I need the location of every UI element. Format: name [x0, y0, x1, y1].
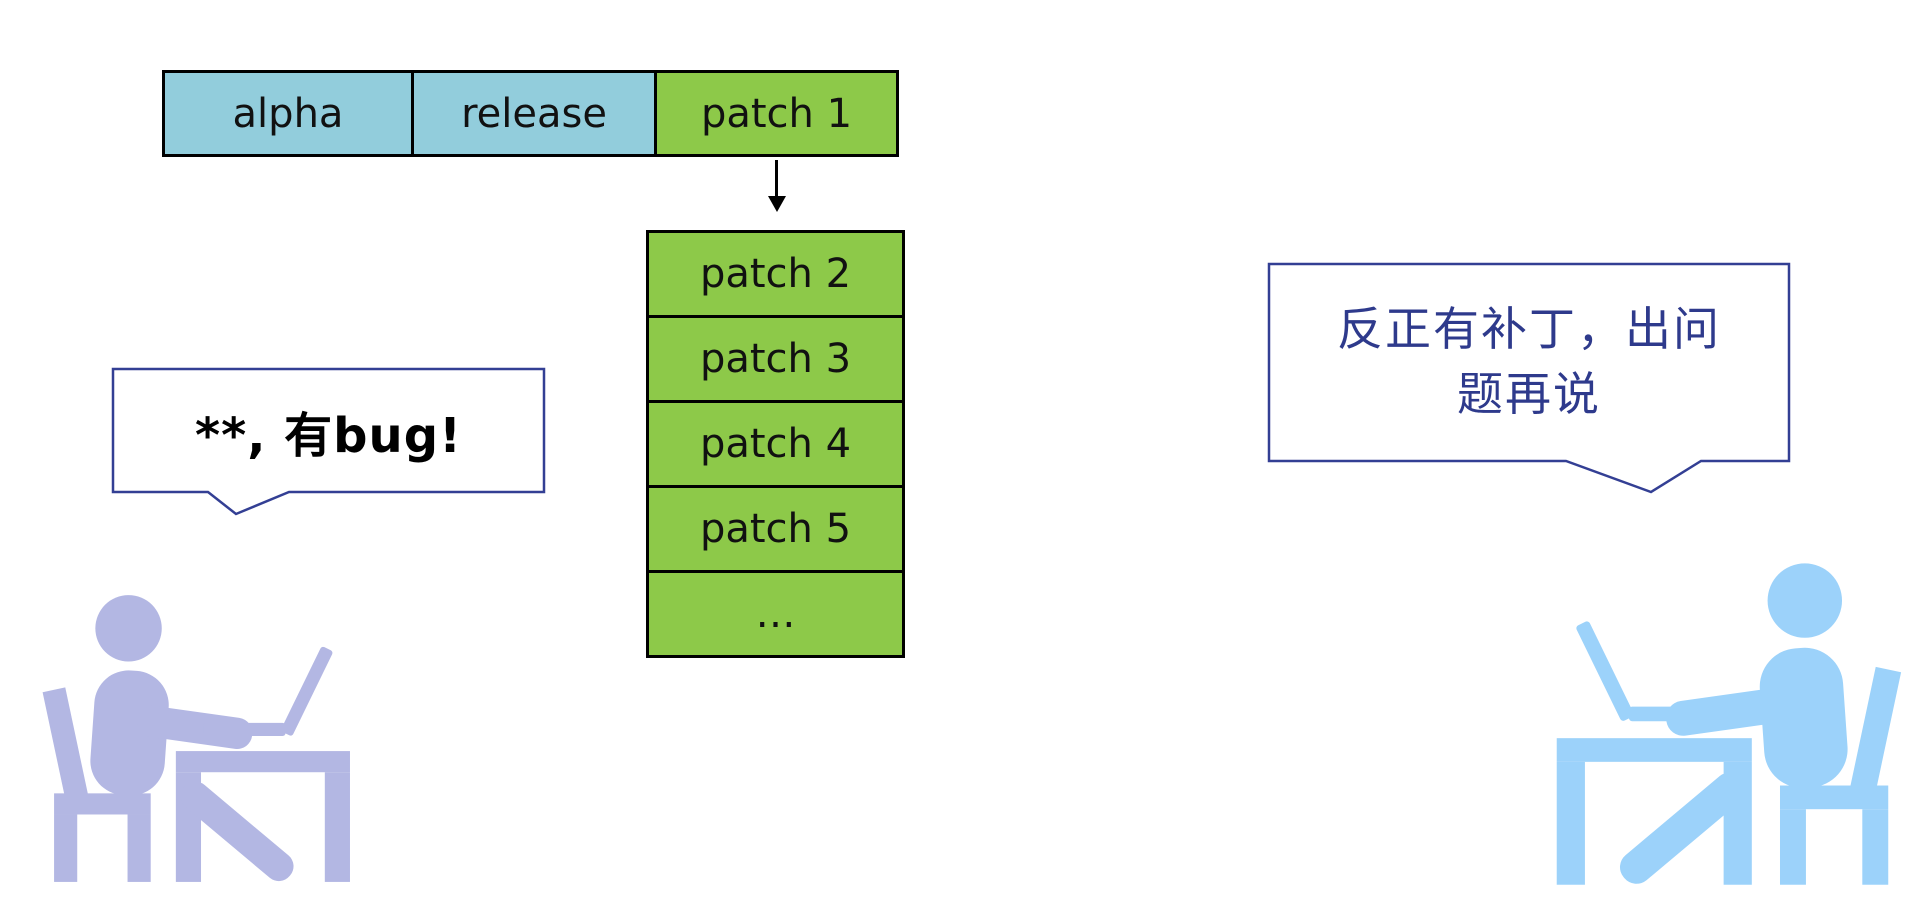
- version-cell-label: alpha: [232, 90, 344, 137]
- right-speech-bubble-line2: 题再说: [1457, 368, 1601, 420]
- patch-stack-cell-label: patch 4: [699, 421, 852, 467]
- down-arrow-shaft: [775, 160, 778, 198]
- right-speech-bubble-outline: [1267, 262, 1791, 494]
- patch-stack-cell: patch 3: [646, 315, 905, 403]
- version-cell-patch-1: patch 1: [654, 70, 899, 157]
- version-cell-release: release: [411, 70, 657, 157]
- right-speech-bubble: [1267, 262, 1791, 494]
- patch-stack-cell-label: …: [755, 591, 796, 637]
- left-speech-bubble: [111, 367, 546, 516]
- person-left-shape: [42, 595, 350, 884]
- right-speech-bubble-text: 反正有补丁，出问 题再说: [1269, 264, 1789, 461]
- patch-stack-cell: patch 2: [646, 230, 905, 318]
- person-at-desk-left-icon: [42, 595, 350, 884]
- patch-stack-cell-label: patch 2: [699, 251, 852, 297]
- left-speech-bubble-outline: [111, 367, 546, 516]
- patch-stack: patch 2 patch 3 patch 4 patch 5 …: [646, 230, 905, 658]
- left-speech-bubble-text: **, 有bug!: [195, 407, 462, 464]
- person-right-shape: [1556, 563, 1902, 887]
- patch-stack-cell-label: patch 5: [699, 506, 852, 552]
- patch-stack-cell-label: patch 3: [699, 336, 852, 382]
- version-cell-label: release: [461, 90, 607, 137]
- right-speech-bubble-line1: 反正有补丁，出问: [1337, 304, 1721, 356]
- version-cell-label: patch 1: [700, 90, 853, 137]
- patch-stack-cell: patch 5: [646, 485, 905, 573]
- version-bar: alpha release patch 1: [162, 70, 899, 157]
- down-arrow-head: [768, 196, 786, 212]
- patch-stack-cell: …: [646, 570, 905, 658]
- patch-stack-cell: patch 4: [646, 400, 905, 488]
- person-at-desk-right-icon: [1556, 563, 1902, 887]
- version-cell-alpha: alpha: [162, 70, 414, 157]
